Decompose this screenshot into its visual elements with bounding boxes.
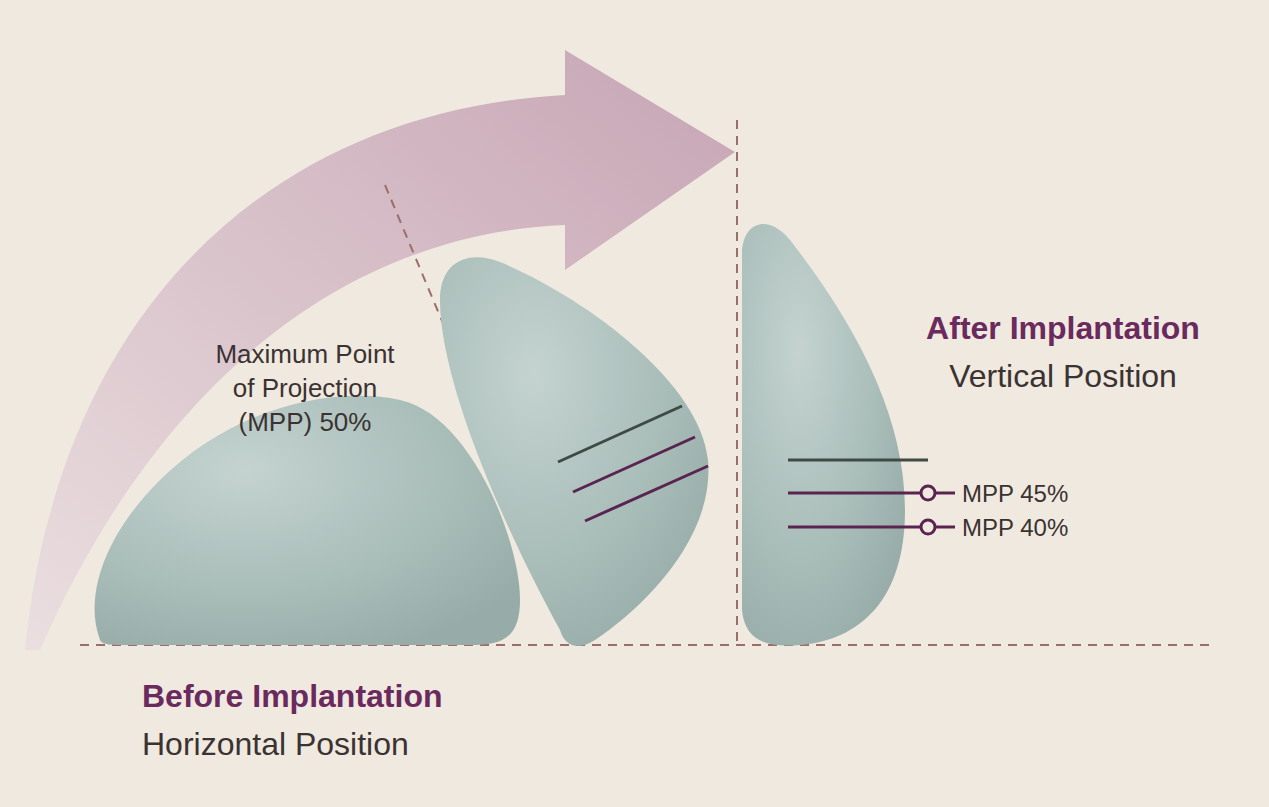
implant-tilted [440,257,708,646]
level-line [788,526,921,529]
marker-dot [921,520,935,534]
mpp-heading: Maximum Point of Projection (MPP) 50% [205,338,405,439]
stage-title: Before Implantation [142,676,542,718]
level-line [788,492,921,495]
leader-line [935,492,955,495]
leader-line [935,526,955,529]
curved-arrow [25,50,735,650]
level-line [585,466,708,521]
vertical-guide [736,120,738,645]
marker-dot [921,486,935,500]
level-line [788,459,928,462]
stage-subtitle: Vertical Position [893,356,1233,398]
stage-subtitle: Horizontal Position [142,724,542,766]
level-line [558,406,682,462]
mpp-value: MPP 45% [962,478,1122,509]
stage-title: After Implantation [893,308,1233,350]
mpp-value: MPP 40% [962,512,1122,543]
level-line [573,437,695,492]
implant-vertical [742,224,905,646]
